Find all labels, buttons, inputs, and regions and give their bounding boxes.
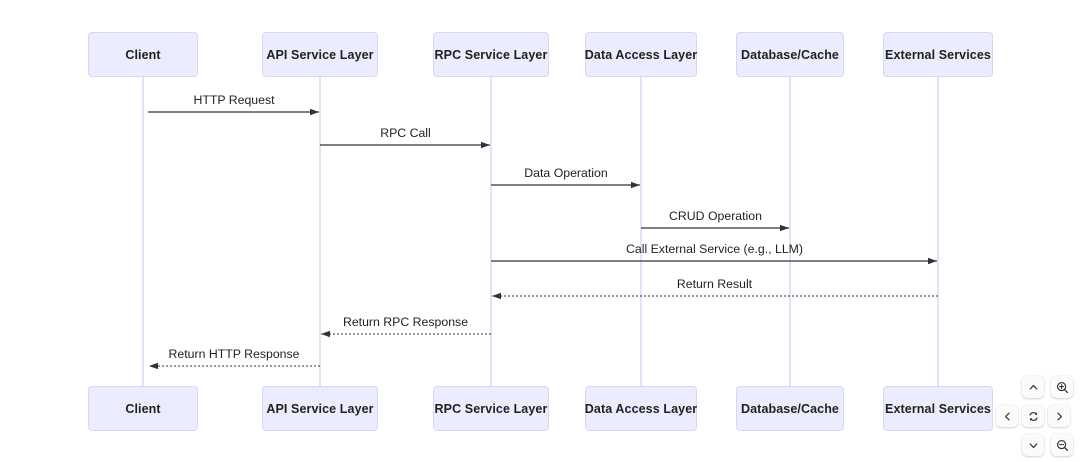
view-controls-pad[interactable] [996,376,1076,458]
pan-up-button[interactable] [1022,376,1044,398]
participant-top-rpc-service-layer[interactable]: RPC Service Layer [433,32,549,77]
message-label-2: Data Operation [524,166,608,180]
chevron-down-icon [1028,440,1039,451]
zoom-in-icon [1056,381,1069,394]
participant-bottom-api-service-layer[interactable]: API Service Layer [262,386,378,431]
chevron-left-icon [1002,411,1013,422]
participant-top-api-service-layer[interactable]: API Service Layer [262,32,378,77]
lifelines-group [142,77,939,386]
message-label-1: RPC Call [380,126,431,140]
participant-bottom-database-cache[interactable]: Database/Cache [736,386,844,431]
zoom-out-button[interactable] [1051,434,1073,456]
participant-top-data-access-layer[interactable]: Data Access Layer [585,32,697,77]
message-label-7: Return HTTP Response [168,347,300,361]
reset-icon [1027,410,1040,423]
reset-view-button[interactable] [1022,405,1044,427]
zoom-in-button[interactable] [1051,376,1073,398]
participant-bottom-rpc-service-layer[interactable]: RPC Service Layer [433,386,549,431]
message-label-6: Return RPC Response [342,315,469,329]
message-label-0: HTTP Request [193,93,275,107]
participant-top-database-cache[interactable]: Database/Cache [736,32,844,77]
pan-down-button[interactable] [1022,434,1044,456]
participant-top-external-services[interactable]: External Services [883,32,993,77]
pan-left-button[interactable] [996,405,1018,427]
zoom-out-icon [1056,439,1069,452]
participant-bottom-external-services[interactable]: External Services [883,386,993,431]
message-label-4: Call External Service (e.g., LLM) [625,242,804,256]
message-label-5: Return Result [676,277,753,291]
participant-bottom-data-access-layer[interactable]: Data Access Layer [585,386,697,431]
message-arrows-group [148,108,938,370]
chevron-right-icon [1054,411,1065,422]
pan-right-button[interactable] [1048,405,1070,427]
participant-top-client[interactable]: Client [88,32,198,77]
participant-bottom-client[interactable]: Client [88,386,198,431]
message-label-3: CRUD Operation [669,209,762,223]
chevron-up-icon [1028,382,1039,393]
